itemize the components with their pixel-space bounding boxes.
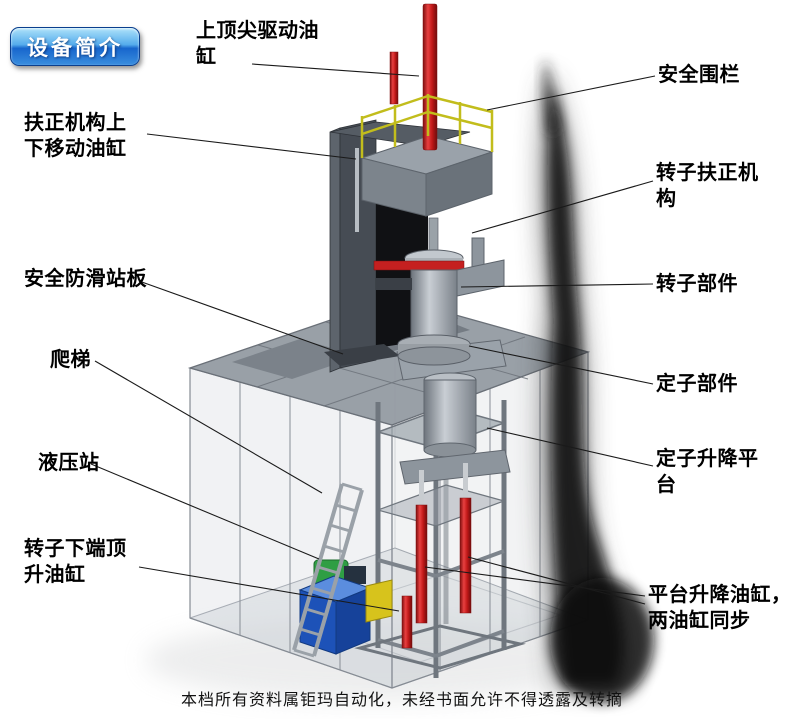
rotor-part xyxy=(373,217,471,366)
label-stator-lift-platform: 定子升降平 台 xyxy=(656,448,759,496)
leader-rotor-part xyxy=(460,283,654,288)
yellow-block xyxy=(365,579,393,623)
safety-fence xyxy=(360,94,494,158)
top-carriage xyxy=(360,135,494,217)
secondary-red-rod xyxy=(389,51,399,105)
leader-rotor-righting xyxy=(471,180,654,234)
leader-stator-part xyxy=(468,345,654,385)
leader-anti-slip-platform xyxy=(138,280,344,355)
platform-lift-cylinders xyxy=(415,463,472,624)
leader-platform-cylinder-a xyxy=(424,566,646,597)
label-rotor-jack-cylinder: 转子下端顶 升油缸 xyxy=(24,538,127,586)
rotor-jack-cylinder xyxy=(401,595,413,649)
label-stator-part: 定子部件 xyxy=(656,373,738,395)
label-righting-lift-cylinder: 扶正机构上 下移动油缸 xyxy=(24,112,127,160)
leader-hydraulic-station xyxy=(90,463,320,560)
label-anti-slip-platform: 安全防滑站板 xyxy=(24,268,147,290)
leader-ladder xyxy=(94,360,323,494)
label-platform-lift-cylinders: 平台升降油缸， 两油缸同步 xyxy=(648,584,792,632)
leader-rotor-jack-cylinder xyxy=(138,566,400,612)
leader-top-drive-cylinder xyxy=(251,63,420,77)
leader-safety-fence xyxy=(486,75,656,111)
lift-cylinder-right xyxy=(459,497,472,614)
leader-stator-lift-platform xyxy=(486,427,654,467)
leader-righting-lift-cylinder xyxy=(146,133,357,160)
leader-lines xyxy=(90,63,656,612)
label-rotor-righting-mechanism: 转子扶正机 构 xyxy=(656,162,759,210)
label-rotor-part: 转子部件 xyxy=(656,273,738,295)
watermark-text: 本档所有资料属钜玛自动化，未经书面允许不得透露及转摘 xyxy=(180,692,623,709)
label-safety-fence: 安全围栏 xyxy=(658,64,740,86)
label-hydraulic-station: 液压站 xyxy=(38,452,100,474)
label-ladder: 爬梯 xyxy=(50,349,91,371)
frame-base xyxy=(354,624,526,670)
column-foot xyxy=(324,344,400,366)
shadow-smear xyxy=(538,58,654,702)
label-top-drive-cylinder: 上顶尖驱动油 缸 xyxy=(196,20,319,68)
righting-red-beam xyxy=(373,260,465,271)
leader-platform-cylinder-b xyxy=(467,556,646,605)
guide-rod xyxy=(355,148,359,232)
title-badge: 设备简介 xyxy=(10,27,140,66)
lift-cylinder-left xyxy=(415,504,428,624)
ladder xyxy=(292,482,364,658)
